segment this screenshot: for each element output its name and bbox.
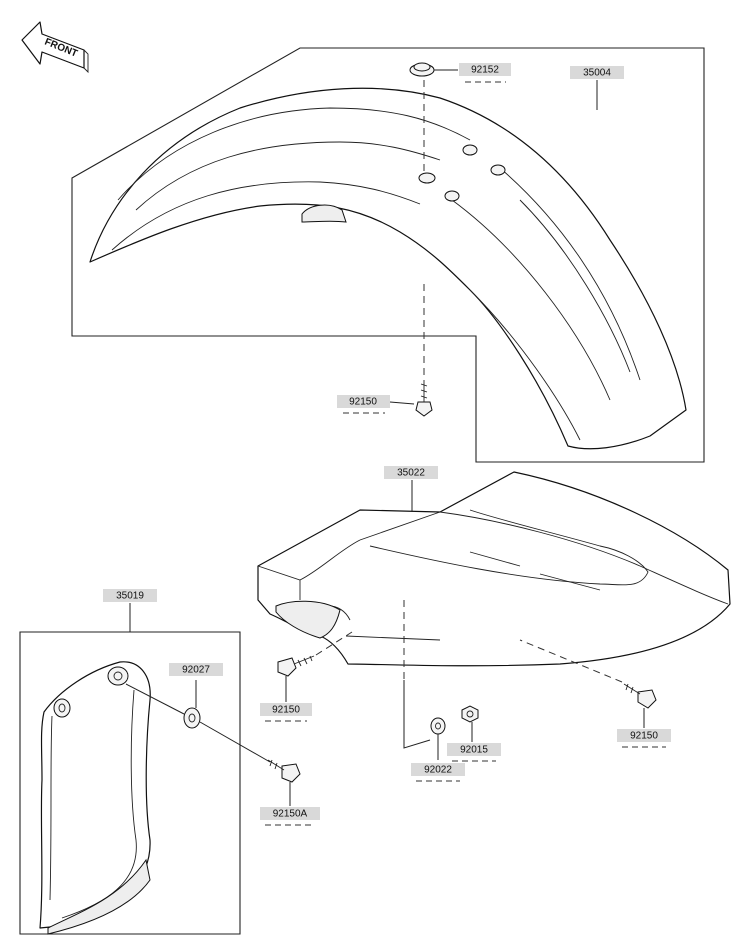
- side-cover: [39, 661, 151, 935]
- nut-92015: [461, 705, 479, 723]
- bolt-92150-left: [277, 655, 315, 677]
- label-92150-front: 92150: [337, 395, 390, 414]
- front-fender: [89, 87, 687, 450]
- bolt-92150-front: [415, 380, 433, 417]
- side-cover-frame: [19, 631, 241, 935]
- front-direction-marker: FRONT: [21, 21, 89, 74]
- collar-92027: [183, 707, 201, 729]
- bolt-92150-right: [623, 683, 657, 709]
- label-92152: 92152: [459, 63, 511, 83]
- svg-text:35004: 35004: [583, 68, 611, 79]
- svg-text:92152: 92152: [471, 65, 499, 76]
- svg-text:35019: 35019: [116, 591, 144, 602]
- svg-text:92022: 92022: [424, 765, 452, 776]
- label-35004: 35004: [570, 66, 624, 79]
- svg-text:35022: 35022: [397, 468, 425, 479]
- rear-fender-group: [257, 471, 731, 760]
- label-92022: 92022: [411, 763, 465, 782]
- label-92150-left: 92150: [260, 703, 312, 722]
- label-35019: 35019: [103, 589, 157, 602]
- front-fender-group: [71, 47, 705, 463]
- front-fender-frame: [71, 47, 705, 463]
- svg-text:92150: 92150: [272, 705, 300, 716]
- label-92015: 92015: [447, 743, 501, 762]
- label-92150a: 92150A: [260, 807, 320, 826]
- svg-text:92150A: 92150A: [273, 809, 308, 820]
- grommet-92152: [409, 62, 435, 77]
- side-cover-group: [19, 603, 301, 935]
- rear-fender: [257, 471, 731, 667]
- svg-text:92150: 92150: [630, 731, 658, 742]
- label-92027: 92027: [169, 663, 223, 676]
- washer-92022: [430, 717, 446, 735]
- bolt-92150a: [267, 759, 301, 783]
- svg-text:92150: 92150: [349, 397, 377, 408]
- svg-text:92015: 92015: [460, 745, 488, 756]
- svg-text:92027: 92027: [182, 665, 210, 676]
- label-35022: 35022: [384, 466, 438, 479]
- label-92150-right: 92150: [617, 729, 671, 748]
